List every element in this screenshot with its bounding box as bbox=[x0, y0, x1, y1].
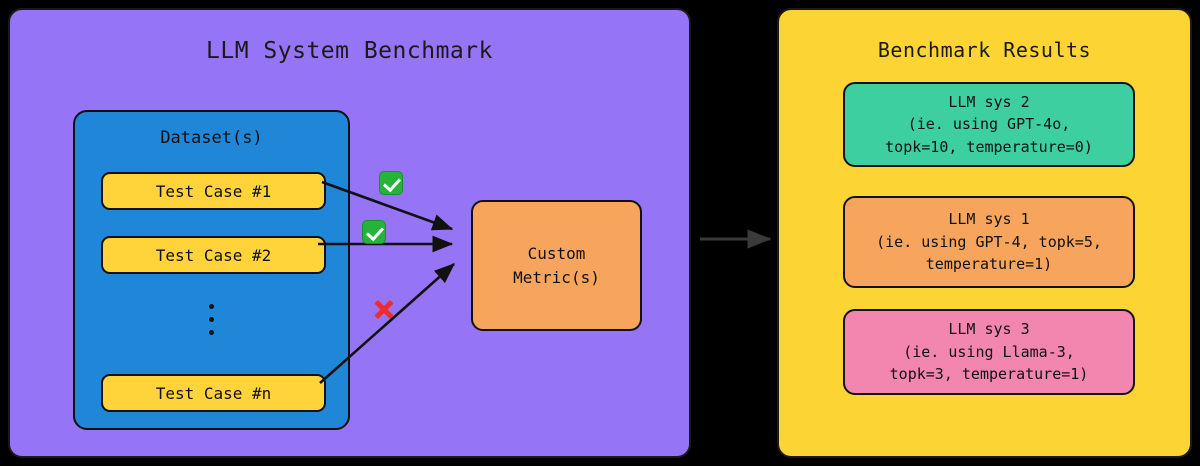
ellipsis-dot bbox=[209, 317, 214, 322]
custom-metric-box: Custom Metric(s) bbox=[471, 200, 642, 331]
pass-check-icon-2 bbox=[362, 220, 386, 244]
pass-check-icon-1 bbox=[379, 171, 403, 195]
metric-line-1: Custom bbox=[527, 244, 586, 264]
test-case-label: Test Case #1 bbox=[155, 181, 272, 201]
test-case-2[interactable]: Test Case #2 bbox=[101, 236, 326, 274]
result-card-line-3: topk=10, temperature=0) bbox=[885, 137, 1093, 156]
result-card-llm-sys-3[interactable]: LLM sys 3 (ie. using Llama-3, topk=3, te… bbox=[843, 309, 1135, 395]
dataset-label: Dataset(s) bbox=[160, 128, 263, 148]
benchmark-results-panel: Benchmark Results LLM sys 2 (ie. using G… bbox=[777, 8, 1192, 458]
test-case-n[interactable]: Test Case #n bbox=[101, 374, 326, 412]
result-card-line-1: LLM sys 1 bbox=[948, 210, 1030, 229]
result-card-line-1: LLM sys 2 bbox=[948, 92, 1030, 111]
result-card-llm-sys-2[interactable]: LLM sys 2 (ie. using GPT-4o, topk=10, te… bbox=[843, 82, 1135, 167]
vertical-ellipsis-icon bbox=[75, 304, 348, 335]
check-icon bbox=[379, 171, 403, 195]
result-card-llm-sys-1[interactable]: LLM sys 1 (ie. using GPT-4, topk=5, temp… bbox=[843, 196, 1135, 288]
result-card-line-2: (ie. using GPT-4o, bbox=[907, 115, 1071, 134]
test-case-1[interactable]: Test Case #1 bbox=[101, 172, 326, 210]
fail-cross-icon-n bbox=[371, 296, 395, 320]
cross-icon bbox=[371, 296, 397, 322]
test-case-label: Test Case #n bbox=[155, 383, 272, 403]
llm-system-benchmark-panel: LLM System Benchmark Dataset(s) Test Cas… bbox=[8, 8, 691, 458]
result-card-line-3: topk=3, temperature=1) bbox=[889, 365, 1089, 384]
result-card-line-1: LLM sys 3 bbox=[948, 320, 1030, 339]
result-card-line-3: temperature=1) bbox=[925, 255, 1053, 274]
result-card-line-2: (ie. using Llama-3, bbox=[903, 342, 1075, 361]
test-case-label: Test Case #2 bbox=[155, 245, 272, 265]
ellipsis-dot bbox=[209, 330, 214, 335]
page-title: LLM System Benchmark bbox=[206, 38, 493, 64]
check-icon bbox=[362, 220, 386, 244]
result-card-line-2: (ie. using GPT-4, topk=5, bbox=[876, 232, 1102, 251]
ellipsis-dot bbox=[209, 304, 214, 309]
metric-line-2: Metric(s) bbox=[513, 267, 600, 287]
results-title: Benchmark Results bbox=[877, 38, 1092, 62]
dataset-container: Dataset(s) Test Case #1 Test Case #2 Tes… bbox=[73, 110, 350, 430]
